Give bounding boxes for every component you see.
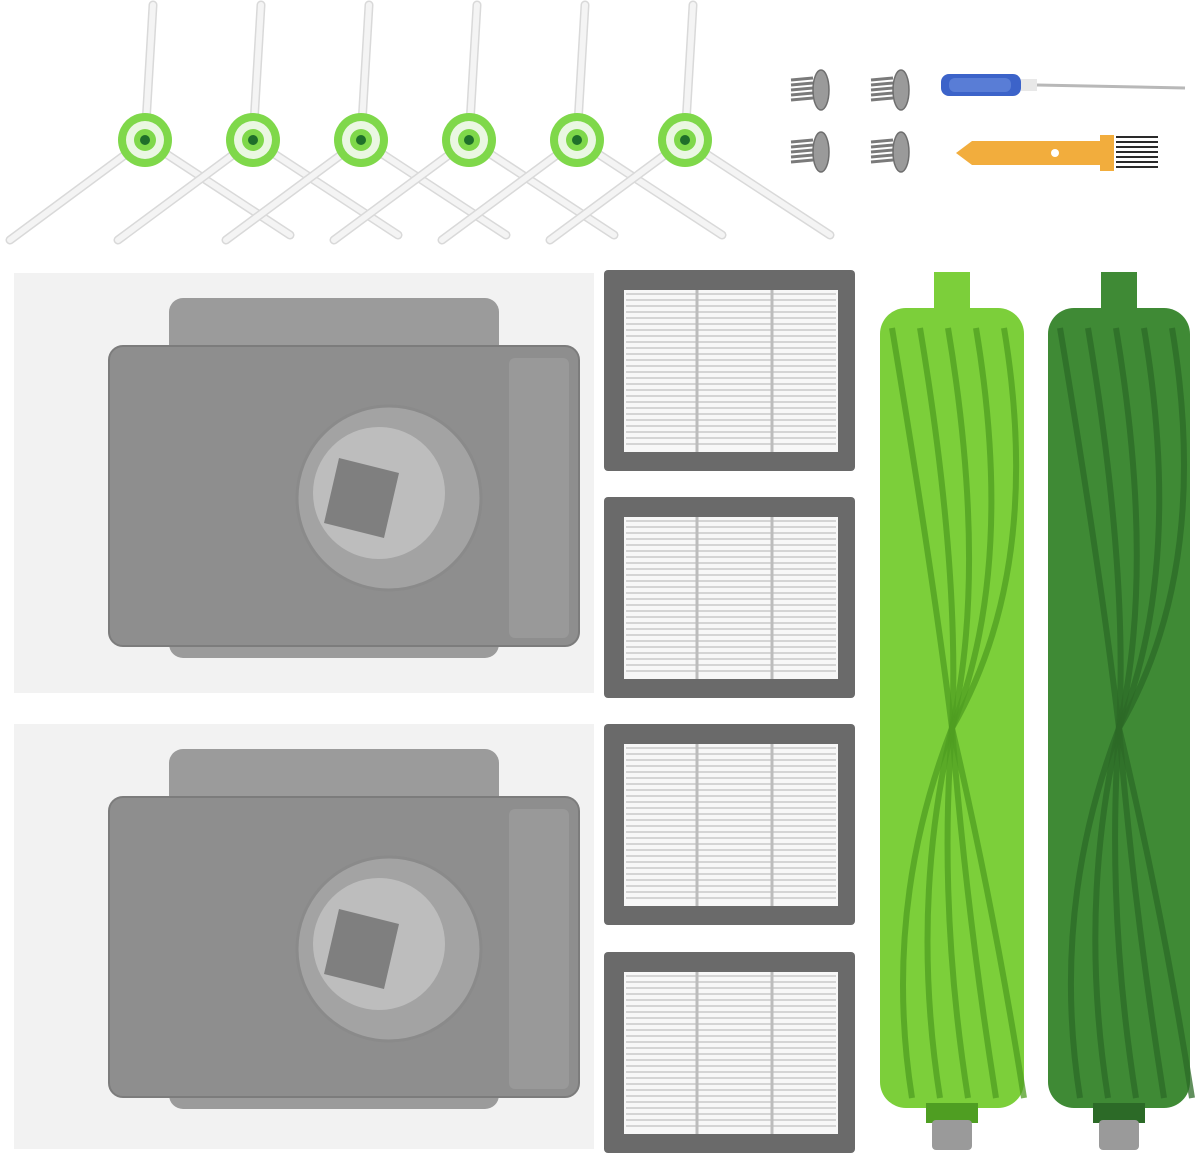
roller-dark-image (1048, 272, 1195, 1150)
screwdriver-icon (941, 74, 1186, 96)
roller-brush-light (872, 268, 1032, 1158)
filter-image (604, 270, 855, 471)
screw-set (775, 60, 925, 180)
side-brush (545, 0, 835, 245)
hepa-filter (602, 722, 857, 927)
side-brush (437, 0, 727, 245)
hepa-filter (602, 268, 857, 473)
screwdriver (935, 60, 1195, 110)
screws (790, 69, 910, 173)
cleaning-tool-icon (956, 135, 1158, 171)
dust-bag (14, 724, 594, 1149)
roller-light-image (880, 272, 1027, 1150)
dust-bag-image (14, 273, 594, 693)
dust-bag (14, 273, 594, 693)
dust-bag-image (14, 724, 594, 1149)
screw (870, 69, 910, 111)
filter-image (604, 952, 855, 1153)
filter-image (604, 724, 855, 925)
side-brush (329, 0, 619, 245)
screw (790, 69, 830, 111)
hepa-filter (602, 950, 857, 1155)
roller-brush-dark (1040, 268, 1198, 1158)
side-brush (5, 0, 295, 245)
filter-image (604, 497, 855, 698)
screw (790, 131, 830, 173)
side-brushes (5, 0, 835, 245)
screw (870, 131, 910, 173)
side-brush-row (0, 0, 860, 260)
bag-plate (108, 298, 580, 658)
side-brush (113, 0, 403, 245)
cleaning-tool (950, 115, 1165, 185)
bag-plate (108, 749, 580, 1109)
side-brush (221, 0, 511, 245)
hepa-filter (602, 495, 857, 700)
